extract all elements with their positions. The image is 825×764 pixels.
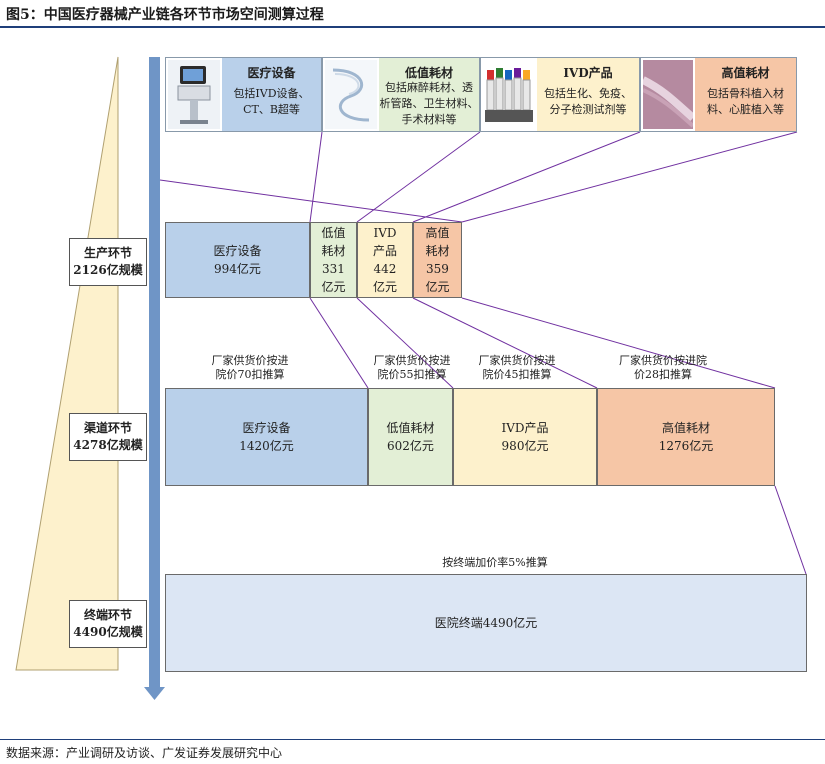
stage-terminal-scale: 4490亿规模 — [73, 625, 143, 639]
stage-terminal-name: 终端环节 — [83, 608, 132, 622]
footer-rule — [0, 739, 825, 740]
equipment-text-panel — [222, 58, 321, 131]
category-equipment-desc: 包括IVD设备、 CT、B超等 — [233, 87, 310, 116]
stage-production-scale: 2126亿规模 — [73, 263, 143, 277]
terminal-cell: 医院终端4490亿元 — [165, 574, 807, 672]
category-ivd-desc: 包括生化、免疫、 分子检测试剂等 — [544, 87, 632, 116]
category-low-value-title: 低值耗材 — [404, 66, 453, 80]
flow-arrow-shaft — [149, 57, 160, 687]
channel-low-value-cell: 低值耗材 602亿元 — [368, 388, 453, 486]
production-ivd-cell: IVD 产品 442 亿元 — [357, 222, 413, 298]
high-value-text-panel — [695, 58, 796, 131]
channel-note-ivd: 厂家供货价按进 院价45扣推算 — [478, 354, 556, 381]
terminal-note: 按终端加价率5%推算 — [442, 556, 548, 569]
channel-ivd-cell: IVD产品 980亿元 — [453, 388, 597, 486]
production-high-value-cell: 高值 耗材 359 亿元 — [413, 222, 462, 298]
low-value-image — [325, 60, 377, 129]
equipment-image — [168, 60, 220, 129]
category-high-value-desc: 包括骨科植入材 料、心脏植入等 — [707, 87, 784, 116]
source-note: 数据来源：产业调研及访谈、广发证券发展研究中心 — [6, 746, 283, 760]
stage-channel-scale: 4278亿规模 — [73, 438, 143, 452]
channel-high-value-cell: 高值耗材 1276亿元 — [597, 388, 775, 486]
scale-triangle — [15, 56, 119, 671]
figure-title: 图5：中国医疗器械产业链各环节市场空间测算过程 — [6, 7, 324, 23]
high-value-image — [643, 60, 693, 129]
category-ivd-title: IVD产品 — [563, 66, 613, 80]
channel-equipment-cell: 医疗设备 1420亿元 — [165, 388, 368, 486]
stage-channel-name: 渠道环节 — [83, 421, 132, 435]
production-equipment-cell: 医疗设备 994亿元 — [165, 222, 310, 298]
channel-note-equipment: 厂家供货价按进 院价70扣推算 — [211, 354, 289, 381]
category-card-high-value: 高值耗材 包括骨科植入材 料、心脏植入等 — [640, 57, 797, 132]
category-high-value-title: 高值耗材 — [721, 66, 770, 80]
stage-production-label: 生产环节 2126亿规模 — [69, 238, 147, 286]
category-card-ivd: IVD产品 包括生化、免疫、 分子检测试剂等 — [480, 57, 640, 132]
channel-note-low-value: 厂家供货价按进 院价55扣推算 — [373, 354, 451, 381]
category-low-value-desc: 包括麻醉耗材、透 析管路、卫生材料、 手术材料等 — [379, 81, 479, 126]
stage-terminal-label: 终端环节 4490亿规模 — [69, 600, 147, 648]
channel-note-high-value: 厂家供货价按进院 价28扣推算 — [619, 354, 707, 381]
stage-production-name: 生产环节 — [83, 246, 132, 260]
production-low-value-cell: 低值 耗材 331 亿元 — [310, 222, 357, 298]
low-value-text-panel — [379, 58, 479, 131]
title-rule — [0, 26, 825, 28]
category-card-low-value: 低值耗材 包括麻醉耗材、透 析管路、卫生材料、 手术材料等 — [322, 57, 480, 132]
ivd-image — [483, 60, 535, 129]
category-equipment-title: 医疗设备 — [247, 66, 296, 80]
connector-lines — [159, 131, 807, 575]
flow-arrow-head — [144, 687, 165, 700]
category-card-equipment: 医疗设备 包括IVD设备、 CT、B超等 — [165, 57, 322, 132]
ivd-text-panel — [537, 58, 639, 131]
stage-channel-label: 渠道环节 4278亿规模 — [69, 413, 147, 461]
